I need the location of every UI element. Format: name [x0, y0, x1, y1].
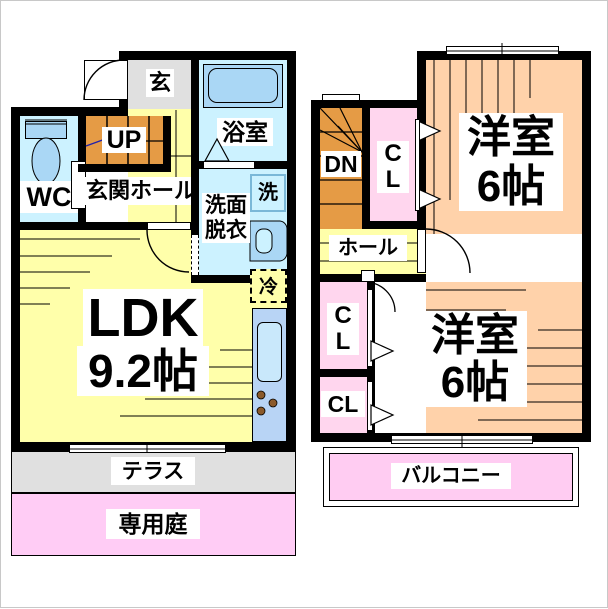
ldk-label: LDK: [83, 289, 203, 347]
hall-bedroom-door-panel[interactable]: [417, 229, 426, 273]
genkan-hall-label: 玄関ホール: [81, 177, 201, 205]
bedroom-south-label: 洋室: [423, 311, 527, 361]
bedroom-north-floor-lines: [433, 60, 531, 234]
closet-north-door-jamb: [415, 119, 420, 211]
wall-right-outer: [287, 51, 296, 451]
closet-north-label-c: C: [377, 141, 409, 167]
hall-label: ホール: [329, 235, 407, 261]
bedroom-south-balcony-window-lines: [391, 433, 533, 447]
closet-small-label: CL: [321, 391, 365, 417]
wall-2f-left: [311, 100, 320, 441]
bedroom-south-size-label: 6帖: [423, 359, 527, 407]
stairs-up-label: UP: [102, 127, 146, 153]
washer-space-label: 洗: [258, 182, 278, 204]
wall-top-right-wing: [119, 51, 296, 60]
hall-ldk-door-swing-icon: [146, 229, 190, 273]
washroom-sliding-door[interactable]: [191, 235, 199, 275]
toilet-bowl-icon: [31, 137, 61, 185]
genkan-label: 玄: [146, 69, 174, 97]
wall-top-main: [11, 107, 129, 116]
fridge-space-box: [250, 269, 287, 303]
washer-space-box: [250, 174, 286, 212]
floor-1-plan: 専用庭 テラス: [1, 1, 305, 609]
bathroom-label: 浴室: [217, 118, 273, 146]
balcony-label: バルコニー: [391, 463, 511, 489]
bathroom-door-fold-icon: [203, 137, 231, 162]
closet-north-label-l: L: [377, 167, 409, 193]
private-garden-label: 専用庭: [106, 509, 200, 539]
wall-2f-right: [582, 51, 591, 441]
wc-label: WC: [20, 181, 78, 213]
wall-closet-mid-bottom: [311, 369, 375, 377]
ldk-floor-lines: [20, 238, 260, 417]
terrace-label: テラス: [111, 457, 195, 485]
washroom-label-line2: 脱衣: [202, 218, 250, 243]
wall-stairs-bottom: [78, 164, 171, 172]
wall-hall-ldk: [20, 222, 147, 230]
toilet-tank-lines: [25, 119, 67, 125]
wall-2f-bedroom-n-left: [417, 51, 426, 108]
balcony-outer-rail: [323, 447, 579, 507]
wall-stairs-right: [163, 116, 171, 172]
entrance-door-swing-icon: [83, 59, 125, 101]
wall-left-outer: [11, 107, 20, 451]
wall-2f-stairwing-top: [311, 100, 426, 108]
washroom-label-line1: 洗面: [202, 193, 250, 218]
wall-2f-top: [417, 51, 591, 60]
bedroom-north-window-lines: [446, 43, 559, 58]
floor-2-plan: バルコニー: [305, 1, 608, 609]
stairs-down-window: [322, 94, 360, 101]
hall-ldk-door-panel[interactable]: [147, 222, 191, 230]
closet-north-door-lower-icon[interactable]: [417, 188, 442, 210]
wall-washroom-left: [191, 169, 199, 235]
vanity-sink-icon: [249, 220, 288, 262]
closet-mid-label-c: C: [327, 303, 359, 329]
bedroom-north-size-label: 6帖: [459, 163, 563, 211]
wall-closet-n-left: [362, 108, 370, 221]
ldk-size-label: 9.2帖: [77, 346, 209, 396]
wall-bath-left: [191, 60, 199, 161]
closet-mid-door-icon[interactable]: [370, 340, 395, 362]
wall-closet-n-bottom: [362, 221, 426, 229]
bathtub-inner-icon: [208, 68, 278, 103]
kitchen-burners-icon: [256, 390, 278, 416]
kitchen-sink-icon: [257, 322, 282, 382]
bedroom-north-label: 洋室: [459, 113, 563, 163]
stairs-down-label: DN: [321, 151, 361, 177]
hall-lower-door-panel[interactable]: [361, 270, 375, 282]
closet-north-door-upper-icon[interactable]: [417, 120, 442, 142]
closet-small-door-icon[interactable]: [370, 404, 395, 426]
ldk-terrace-window-lines: [69, 444, 226, 453]
closet-mid-door-jamb: [367, 289, 373, 367]
wall-closet-n-right: [417, 108, 426, 221]
closet-mid-label-l: L: [327, 329, 359, 355]
wall-washroom-bottom: [191, 275, 296, 283]
hall-bedroom-door-swing-icon: [425, 228, 471, 274]
fridge-space-label: 冷: [258, 276, 278, 298]
entrance-door-panel: [84, 60, 128, 100]
